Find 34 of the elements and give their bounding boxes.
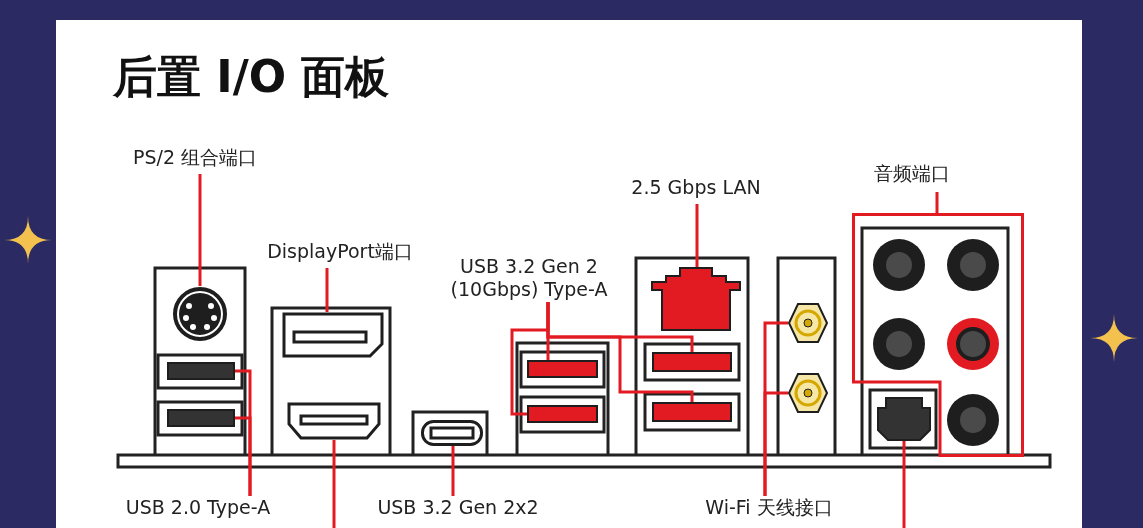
- hdmi-port: [287, 402, 381, 440]
- usb-port: [527, 405, 598, 423]
- usb-port: [652, 352, 732, 372]
- usb-port: [652, 402, 732, 422]
- port-label: PS/2 组合端口: [108, 146, 282, 174]
- port-label: 音频端口: [846, 162, 978, 192]
- page-title: 后置 I/O 面板: [113, 50, 390, 104]
- leader-line: [451, 446, 455, 496]
- leader-line: [235, 416, 252, 496]
- port-label: USB 2.0 Type-A: [106, 496, 290, 524]
- usb-port: [167, 362, 235, 380]
- usb-c-port: [421, 420, 483, 446]
- port-label: DisplayPort端口: [248, 240, 432, 268]
- leader-line: [935, 192, 939, 213]
- port-label: 2.5 Gbps LAN: [616, 176, 776, 204]
- usb-port: [167, 409, 235, 427]
- optical-port: [878, 398, 930, 440]
- leader-line: [325, 268, 329, 312]
- leader-line: [332, 440, 336, 528]
- displayport-port: [282, 312, 384, 358]
- leader-line: [763, 391, 788, 496]
- antenna-connector: [788, 373, 828, 413]
- port-label: Wi-Fi 天线接口: [680, 496, 858, 524]
- port-label: USB 3.2 Gen 2x2: [363, 496, 553, 524]
- ps2-port: [172, 286, 228, 342]
- port-label: USB 3.2 Gen 2 (10Gbps) Type-A: [438, 254, 620, 302]
- ethernet-port: [652, 268, 740, 330]
- usb-port: [527, 360, 598, 378]
- leader-line: [902, 440, 906, 528]
- leader-line: [695, 204, 699, 268]
- audio-jack-outline: [852, 213, 1024, 457]
- leader-line: [198, 174, 202, 286]
- leader-line: [546, 302, 694, 402]
- antenna-connector: [788, 303, 828, 343]
